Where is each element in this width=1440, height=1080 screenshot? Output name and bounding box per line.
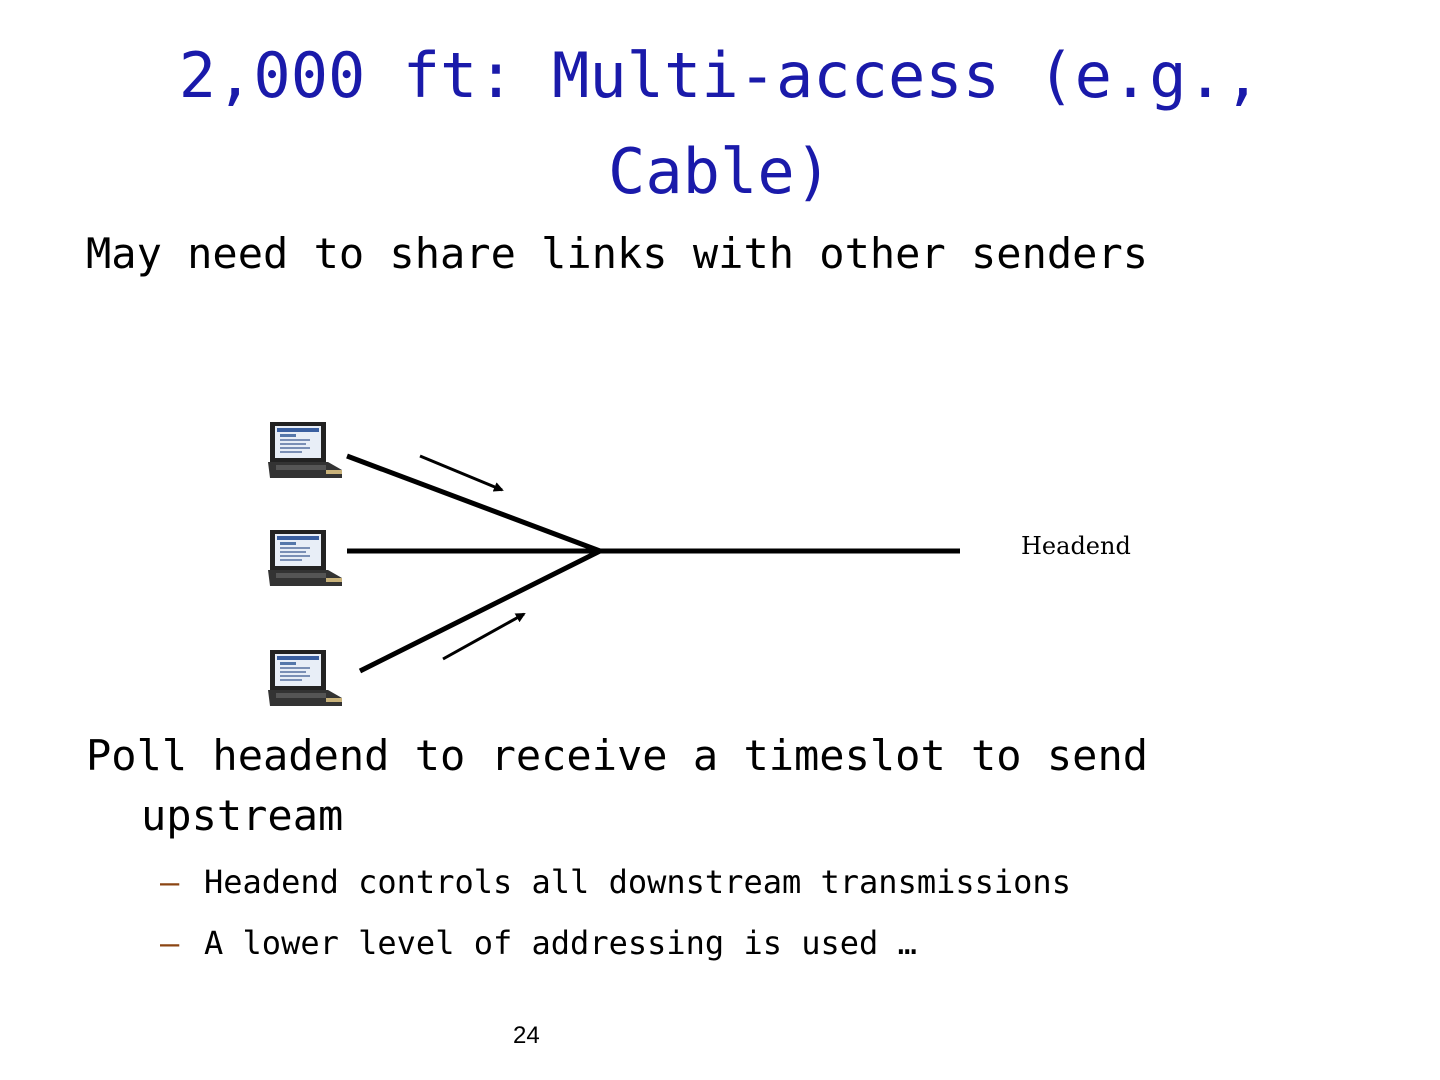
sub-bullet-marker: – xyxy=(160,923,204,963)
sub-bullet-marker: – xyxy=(160,862,204,902)
sub-bullet-headend-controls: –Headend controls all downstream transmi… xyxy=(160,862,1360,902)
laptop-icon xyxy=(268,530,342,586)
laptop-icon xyxy=(268,650,342,706)
headend-label: Headend xyxy=(1021,530,1131,562)
sub-bullet-text: Headend controls all downstream transmis… xyxy=(204,863,1071,901)
laptop-icon xyxy=(268,422,342,478)
page-number: 24 xyxy=(513,1022,540,1050)
link-bottom xyxy=(360,551,600,671)
sub-bullet-lower-level: –A lower level of addressing is used … xyxy=(160,923,1360,963)
bullet-share-links: May need to share links with other sende… xyxy=(86,224,1366,284)
slide-title-line1: 2,000 ft: Multi-access (e.g., xyxy=(179,39,1262,112)
arrow-down-right-icon xyxy=(420,456,502,490)
bullet-share-links-text: May need to share links with other sende… xyxy=(86,229,1148,278)
bullet-poll-headend: Poll headend to receive a timeslot to se… xyxy=(86,726,1366,846)
arrow-up-right-icon xyxy=(443,614,524,659)
sub-bullet-text: A lower level of addressing is used … xyxy=(204,924,917,962)
slide-title-line2: Cable) xyxy=(608,135,832,208)
slide-title: 2,000 ft: Multi-access (e.g., Cable) xyxy=(60,28,1380,220)
bullet-poll-headend-line2: upstream xyxy=(86,786,1366,846)
link-top xyxy=(347,456,600,551)
bullet-poll-headend-line1: Poll headend to receive a timeslot to se… xyxy=(86,731,1148,780)
